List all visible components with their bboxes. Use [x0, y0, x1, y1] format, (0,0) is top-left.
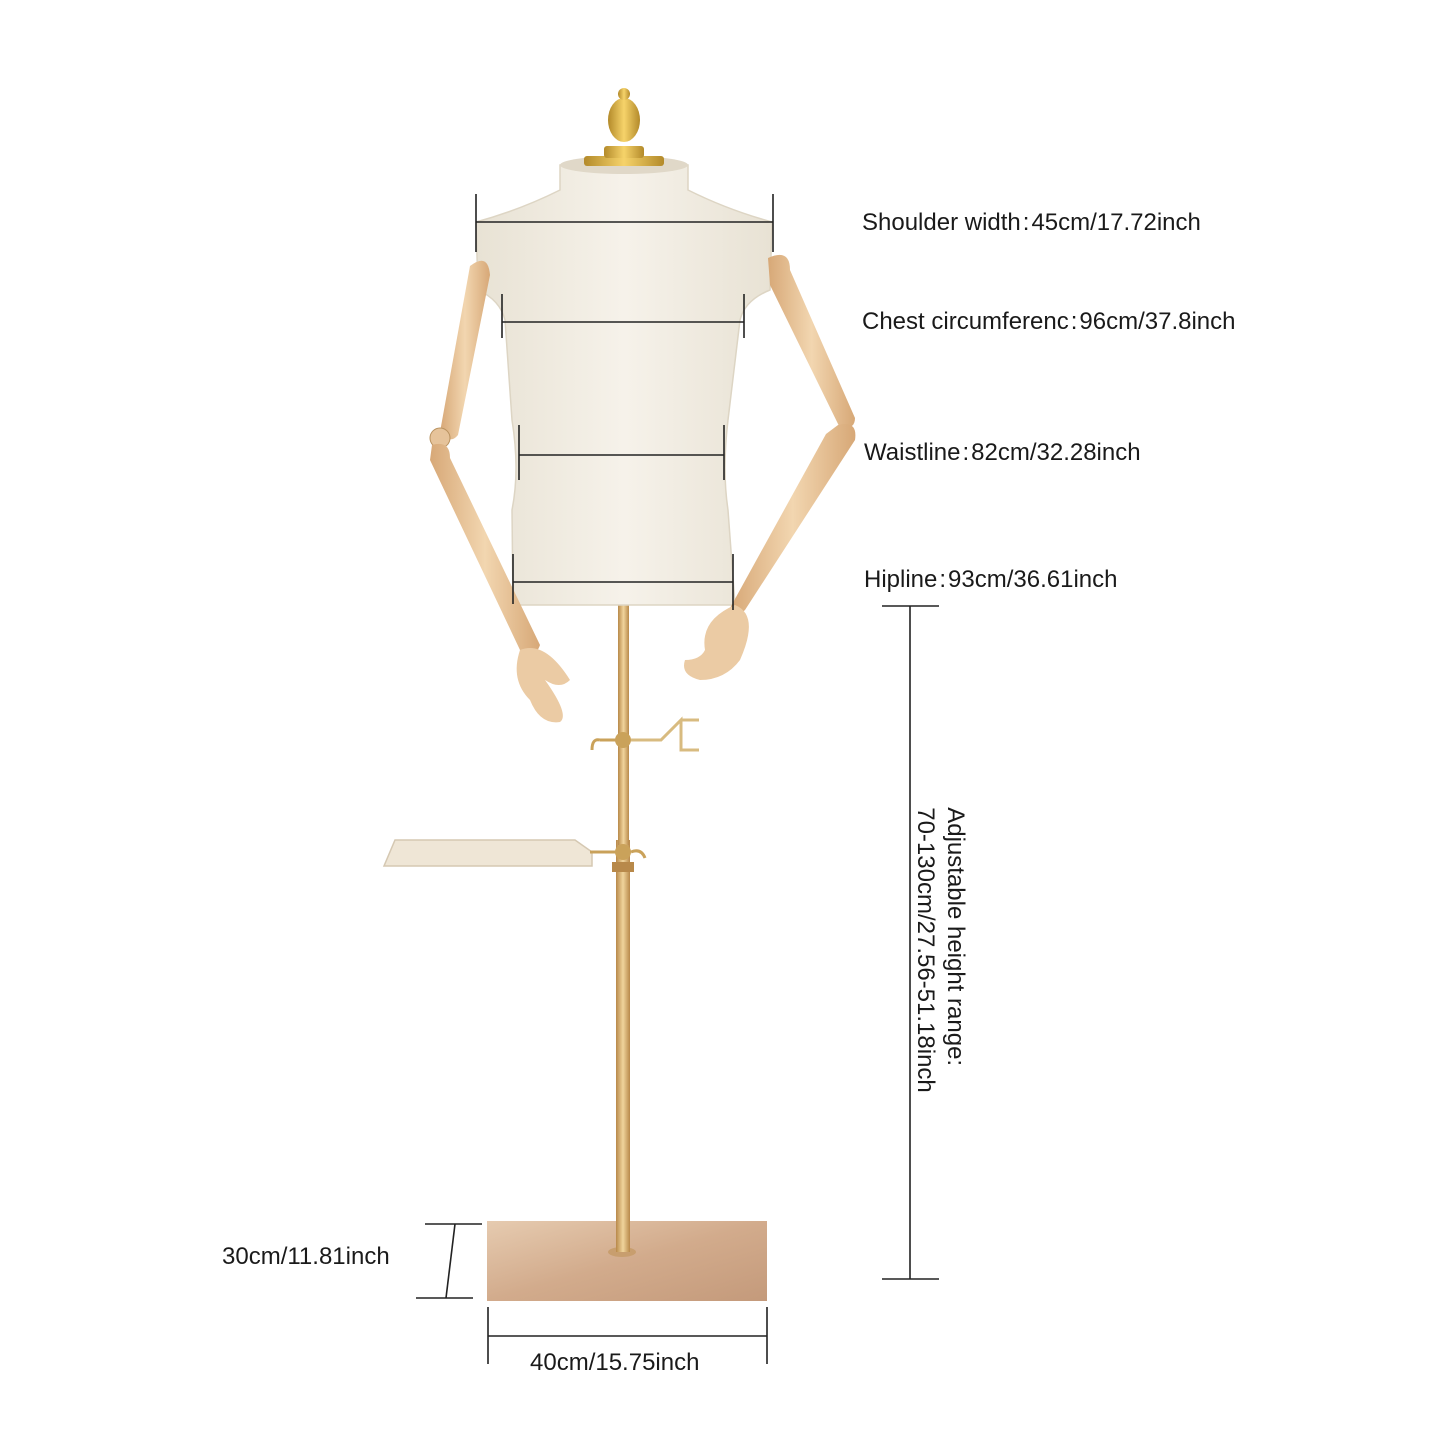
clip-hanger: [590, 716, 699, 752]
base-width-label: 40cm/15.75inch: [530, 1349, 700, 1376]
waist-line: [518, 425, 725, 480]
base-width-line: [487, 1307, 768, 1364]
right-arm: [684, 254, 856, 680]
base-depth-label: 30cm/11.81inch: [222, 1243, 390, 1270]
hipline-label: Hipline:93cm/36.61inch: [864, 566, 1118, 593]
side-tray: [382, 839, 647, 867]
torso: [475, 156, 773, 606]
chest-circumference-label: Chest circumferenc:96cm/37.8inch: [862, 308, 1236, 335]
neck-finial: [584, 88, 664, 166]
waistline-label: Waistline:82cm/32.28inch: [864, 439, 1141, 466]
chest-line: [501, 294, 745, 338]
height-range-title: Adjustable height range:: [942, 807, 969, 1067]
shoulder-width-label: Shoulder width:45cm/17.72inch: [862, 209, 1201, 236]
base-depth-line: [416, 1223, 482, 1299]
stand-pole: [612, 600, 634, 1252]
measurement-lines: [416, 194, 939, 1364]
height-range-value: 70-130cm/27.56-51.18inch: [912, 807, 939, 1093]
height-line: [882, 605, 939, 1280]
hip-line: [512, 554, 734, 610]
shoulder-line: [475, 194, 774, 252]
height-range-label: Adjustable height range: 70-130cm/27.56-…: [910, 807, 970, 1093]
